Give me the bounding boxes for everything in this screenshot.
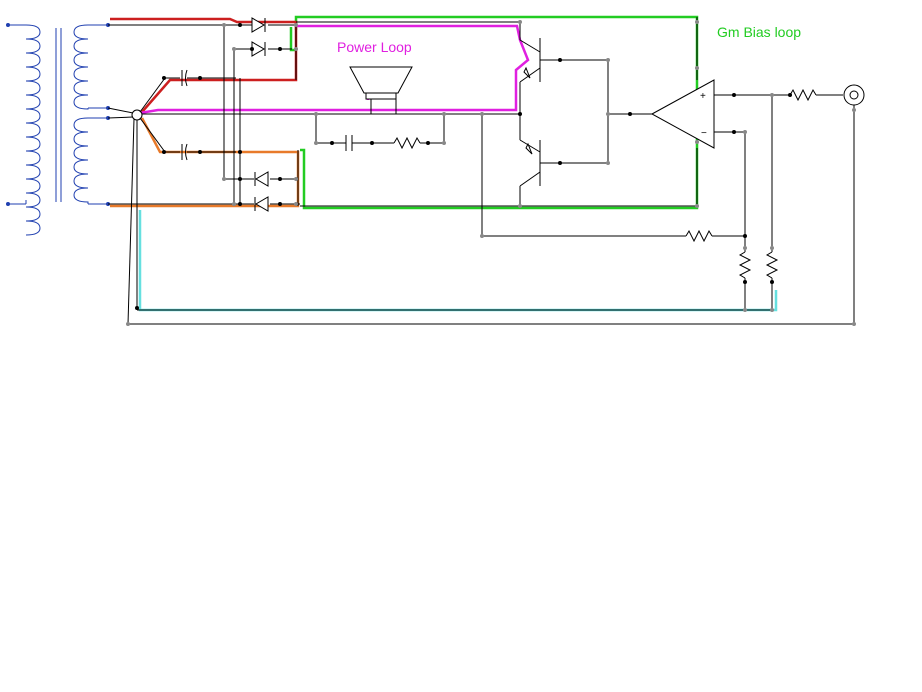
power-loop-label: Power Loop bbox=[337, 39, 412, 55]
power-loop-path bbox=[139, 24, 530, 115]
star-ground bbox=[107, 77, 316, 325]
op-amp bbox=[650, 17, 772, 206]
op-amp-plus-sign: + bbox=[700, 91, 706, 102]
op-amp-minus-sign: − bbox=[701, 128, 707, 139]
positive-rail-path bbox=[110, 17, 298, 113]
bridge-rectifier bbox=[108, 17, 300, 212]
feedback-network bbox=[128, 95, 854, 325]
loudspeaker bbox=[349, 66, 413, 114]
output-transistors bbox=[296, 21, 697, 207]
transformer bbox=[8, 24, 108, 236]
ground-return-path bbox=[138, 210, 778, 312]
junction-dots bbox=[126, 20, 856, 326]
upper-capacitor bbox=[165, 69, 236, 87]
negative-rail-path bbox=[110, 117, 300, 208]
input-network bbox=[772, 84, 865, 324]
gm-bias-loop-label: Gm Bias loop bbox=[717, 24, 801, 40]
transformer-terminals bbox=[6, 23, 110, 206]
lower-capacitor bbox=[165, 143, 236, 161]
zobel-network bbox=[315, 113, 482, 151]
